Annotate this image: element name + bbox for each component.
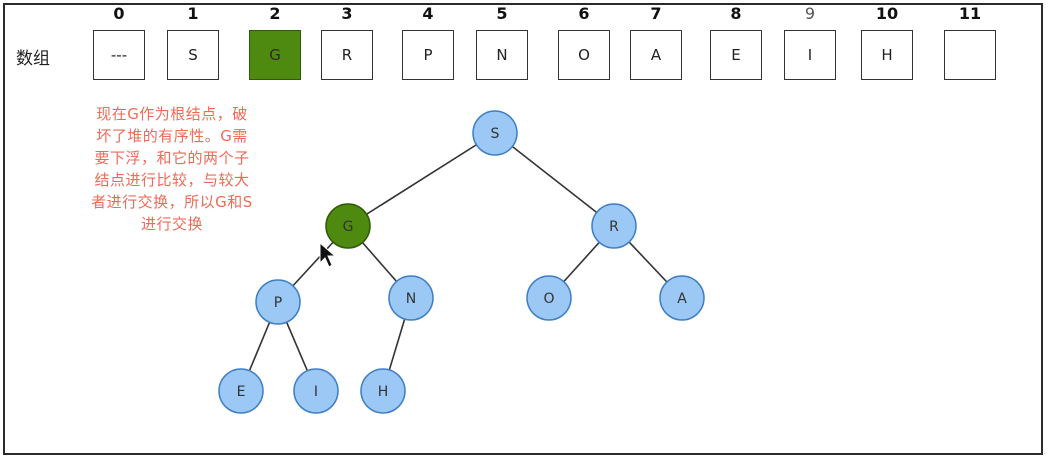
array-cell-0: --- bbox=[93, 30, 145, 80]
array-index-0: 0 bbox=[113, 4, 125, 23]
explanation-note: 现在G作为根结点，破 坏了堆的有序性。G需 要下浮，和它的两个子 结点进行比较，… bbox=[60, 103, 284, 235]
edge-s-g bbox=[347, 132, 496, 227]
note-line-4: 结点进行比较，与较大 bbox=[94, 171, 250, 189]
node-label-n: N bbox=[406, 291, 416, 307]
array-cell-9: I bbox=[784, 30, 836, 80]
tree-node-i: I bbox=[293, 368, 339, 414]
tree-node-a: A bbox=[659, 275, 705, 321]
tree-node-r: R bbox=[591, 203, 637, 249]
array-cell-4: P bbox=[402, 30, 454, 80]
note-line-1: 现在G作为根结点，破 bbox=[96, 105, 248, 123]
note-line-6: 进行交换 bbox=[140, 215, 203, 233]
node-label-g: G bbox=[343, 219, 354, 235]
node-label-p: P bbox=[274, 295, 282, 311]
note-line-5: 者进行交换，所以G和S bbox=[91, 193, 253, 211]
array-cell-11 bbox=[944, 30, 996, 80]
diagram-frame bbox=[3, 3, 1043, 455]
array-index-11: 11 bbox=[958, 4, 982, 23]
tree-node-e: E bbox=[218, 368, 264, 414]
node-label-e: E bbox=[237, 384, 246, 400]
array-index-7: 7 bbox=[650, 4, 662, 23]
array-index-1: 1 bbox=[187, 4, 199, 23]
array-index-8: 8 bbox=[730, 4, 742, 23]
mouse-pointer-icon bbox=[319, 241, 337, 268]
tree-node-o: O bbox=[526, 275, 572, 321]
note-line-2: 坏了堆的有序性。G需 bbox=[96, 127, 248, 145]
array-cell-8: E bbox=[710, 30, 762, 80]
tree-edges bbox=[240, 132, 683, 392]
tree-node-g: G bbox=[325, 203, 371, 249]
array-label: 数组 bbox=[16, 49, 50, 69]
array-index-9: 9 bbox=[804, 4, 816, 23]
array-index-10: 10 bbox=[875, 4, 899, 23]
array-cell-5: N bbox=[476, 30, 528, 80]
array-cell-2: G bbox=[249, 30, 301, 80]
tree-node-p: P bbox=[255, 279, 301, 325]
node-label-h: H bbox=[378, 384, 389, 400]
array-cell-10: H bbox=[861, 30, 913, 80]
array-index-6: 6 bbox=[578, 4, 590, 23]
array-cell-3: R bbox=[321, 30, 373, 80]
node-label-o: O bbox=[543, 291, 554, 307]
tree-node-h: H bbox=[360, 368, 406, 414]
node-label-r: R bbox=[609, 219, 619, 235]
node-label-s: S bbox=[491, 126, 500, 142]
node-label-a: A bbox=[677, 291, 687, 307]
note-line-3: 要下浮，和它的两个子 bbox=[94, 149, 250, 167]
edge-s-r bbox=[494, 132, 615, 227]
array-index-4: 4 bbox=[422, 4, 434, 23]
array-index-5: 5 bbox=[496, 4, 508, 23]
array-cell-1: S bbox=[167, 30, 219, 80]
tree-node-n: N bbox=[388, 275, 434, 321]
node-label-i: I bbox=[314, 384, 318, 400]
array-index-2: 2 bbox=[269, 4, 281, 23]
array-cell-6: O bbox=[558, 30, 610, 80]
array-cell-7: A bbox=[630, 30, 682, 80]
tree-node-s: S bbox=[472, 110, 518, 156]
array-index-3: 3 bbox=[341, 4, 353, 23]
